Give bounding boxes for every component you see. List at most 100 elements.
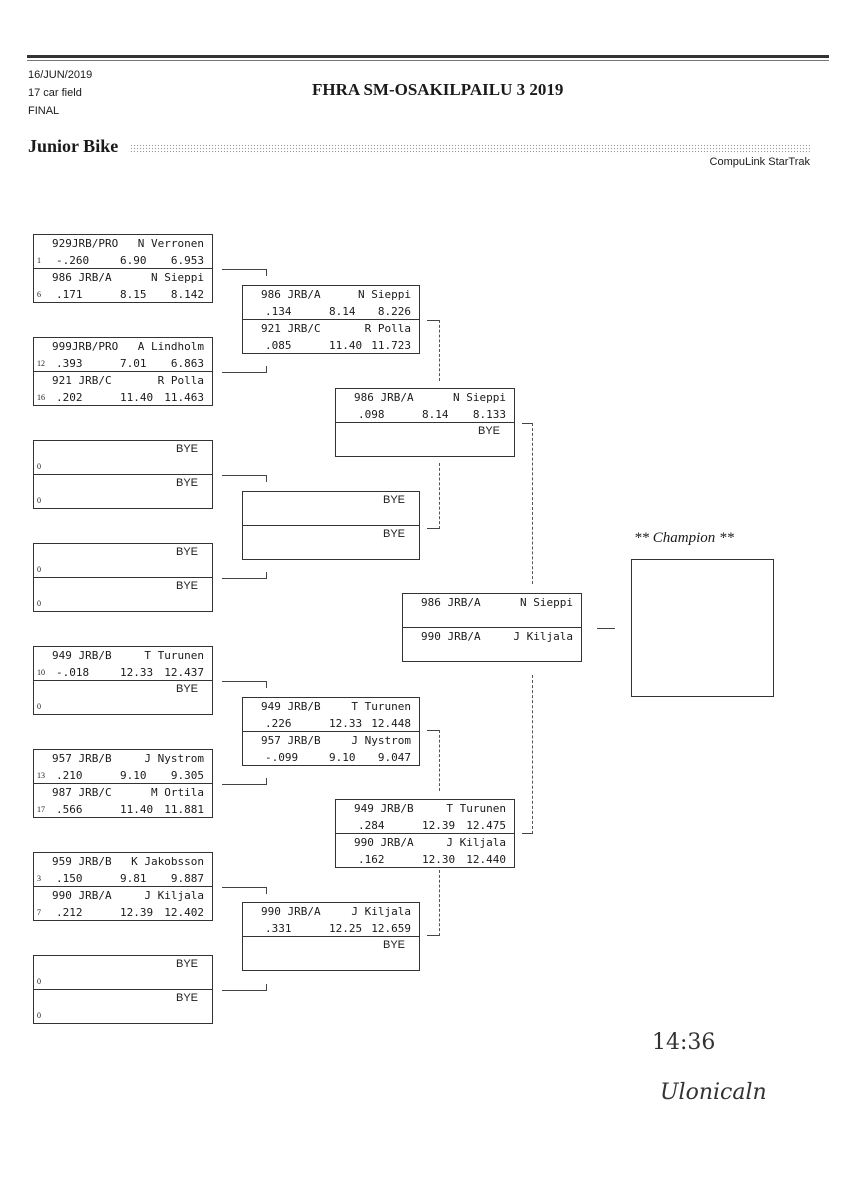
driver-name: R Polla [364, 321, 411, 335]
driver-name: T Turunen [446, 802, 506, 815]
dial-in: 9.81 [120, 872, 147, 885]
bye-label: BYE [175, 443, 198, 455]
connector-line [222, 778, 267, 785]
car-number: 990 JRB/A [52, 888, 112, 902]
driver-name: J Kiljala [144, 888, 204, 902]
car-number: 990 JRB/A [421, 629, 481, 643]
champion-box [631, 559, 774, 697]
field-size: 17 car field [28, 87, 82, 99]
seed-number: 0 [37, 565, 41, 574]
elapsed-time: 12.448 [371, 717, 411, 730]
reaction-time: .212 [56, 905, 83, 919]
top-rule-thin [27, 60, 829, 61]
dial-in: 11.40 [120, 802, 154, 816]
champion-label: ** Champion ** [634, 530, 735, 546]
event-meta: 16/JUN/2019 17 car field FINAL [28, 66, 92, 120]
dial-in: 12.33 [120, 666, 154, 679]
slot-top: BYE 0 [34, 956, 212, 990]
slot-bottom: BYE 0 [34, 681, 212, 715]
bye-label: BYE [175, 991, 198, 1004]
bye-label: BYE [382, 494, 405, 506]
seed-number: 1 [37, 256, 41, 265]
seed-number: 10 [37, 668, 45, 677]
car-number: 957 JRB/B [52, 752, 112, 765]
connector-line [222, 984, 267, 991]
seed-number: 0 [37, 977, 41, 986]
elapsed-time: 6.863 [170, 357, 204, 370]
driver-name: N Sieppi [520, 596, 573, 609]
driver-name: K Jakobsson [131, 855, 204, 868]
slot-top: 949 JRB/B T Turunen .226 12.33 12.448 [243, 698, 419, 732]
dotted-leader [130, 144, 810, 153]
slot-bottom: BYE [243, 937, 419, 971]
bye-label: BYE [175, 958, 198, 970]
driver-name: T Turunen [144, 649, 204, 662]
seed-number: 16 [37, 392, 45, 402]
dial-in: 7.01 [120, 357, 147, 370]
elapsed-time: 12.402 [164, 905, 204, 919]
elapsed-time: 8.226 [377, 305, 411, 318]
bye-label: BYE [175, 476, 198, 489]
elapsed-time: 9.887 [170, 872, 204, 885]
reaction-time: .162 [358, 852, 385, 866]
seed-number: 13 [37, 771, 45, 780]
car-number: 921 JRB/C [261, 321, 321, 335]
reaction-time: .226 [265, 717, 292, 730]
seed-number: 6 [37, 289, 41, 299]
bye-label: BYE [382, 938, 405, 951]
reaction-time: -.018 [56, 666, 90, 679]
dial-in: 9.10 [329, 750, 356, 764]
dial-in: 11.40 [120, 390, 154, 404]
car-number: 949 JRB/B [52, 649, 112, 662]
seed-number: 0 [37, 701, 41, 711]
driver-name: T Turunen [351, 700, 411, 713]
dial-in: 12.33 [329, 717, 363, 730]
elapsed-time: 8.133 [472, 408, 506, 421]
dial-in: 12.39 [422, 819, 456, 832]
connector-line [222, 475, 267, 482]
connector-line [222, 887, 267, 894]
elapsed-time: 11.881 [164, 802, 204, 816]
dashed-connector [427, 730, 440, 791]
reaction-time: .331 [265, 922, 292, 935]
final-to-champion-line [597, 628, 615, 629]
car-number: 990 JRB/A [261, 905, 321, 918]
car-number: 986 JRB/A [354, 391, 414, 404]
bye-label: BYE [477, 424, 500, 437]
elapsed-time: 9.047 [377, 750, 411, 764]
elapsed-time: 6.953 [170, 254, 204, 267]
reaction-time: .098 [358, 408, 385, 421]
elapsed-time: 11.723 [371, 338, 411, 352]
car-number: 949 JRB/B [261, 700, 321, 713]
reaction-time: .085 [265, 338, 292, 352]
bye-label: BYE [175, 682, 198, 695]
dial-in: 12.39 [120, 905, 154, 919]
car-number: 921 JRB/C [52, 373, 112, 387]
driver-name: J Nystrom [351, 733, 411, 747]
